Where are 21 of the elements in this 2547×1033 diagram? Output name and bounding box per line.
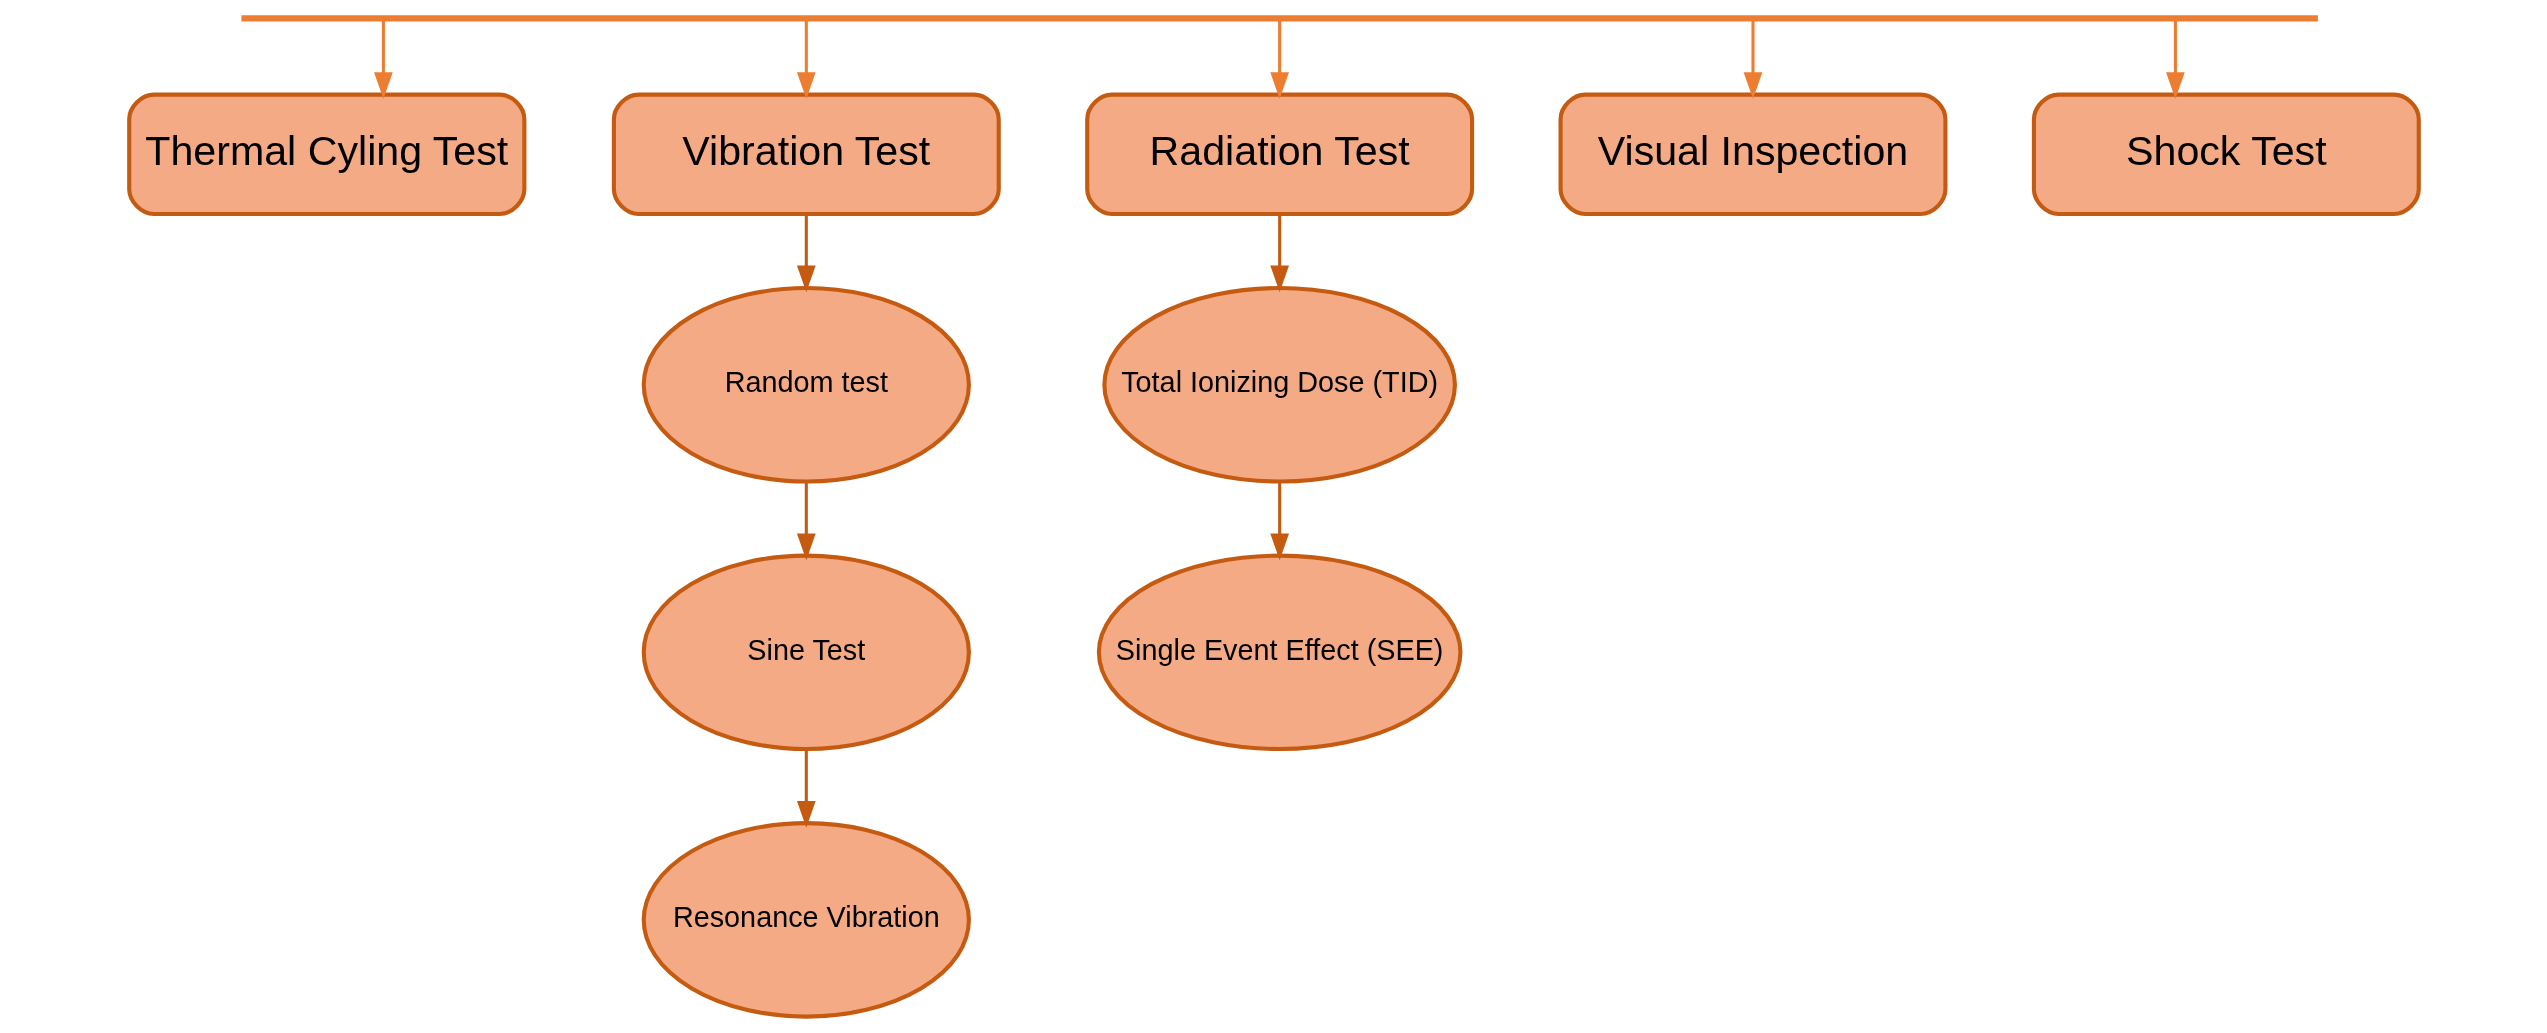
arrow <box>2165 20 2185 99</box>
arrow <box>373 20 393 99</box>
arrow <box>1743 20 1762 99</box>
node-ellipse: Random test <box>641 286 971 484</box>
arrow <box>1269 214 1289 293</box>
node-box: Visual Inspection <box>1558 92 1947 217</box>
node-ellipse: Total Ionizing Dose (TID) <box>1101 286 1457 484</box>
node-box: Vibration Test <box>611 92 1001 217</box>
node-ellipse: Resonance Vibration <box>641 821 971 1019</box>
node-box: Thermal Cyling Test <box>126 92 526 217</box>
arrow <box>796 482 816 561</box>
arrow <box>796 749 816 828</box>
node-box: Shock Test <box>2031 92 2421 217</box>
arrow <box>1269 482 1289 561</box>
node-box: Radiation Test <box>1084 92 1474 217</box>
node-bar <box>240 15 2318 22</box>
arrow <box>796 214 816 293</box>
arrow <box>1269 20 1289 99</box>
node-ellipse: Sine Test <box>641 553 971 752</box>
node-ellipse: Single Event Effect (SEE) <box>1096 553 1462 752</box>
arrow <box>796 20 816 99</box>
